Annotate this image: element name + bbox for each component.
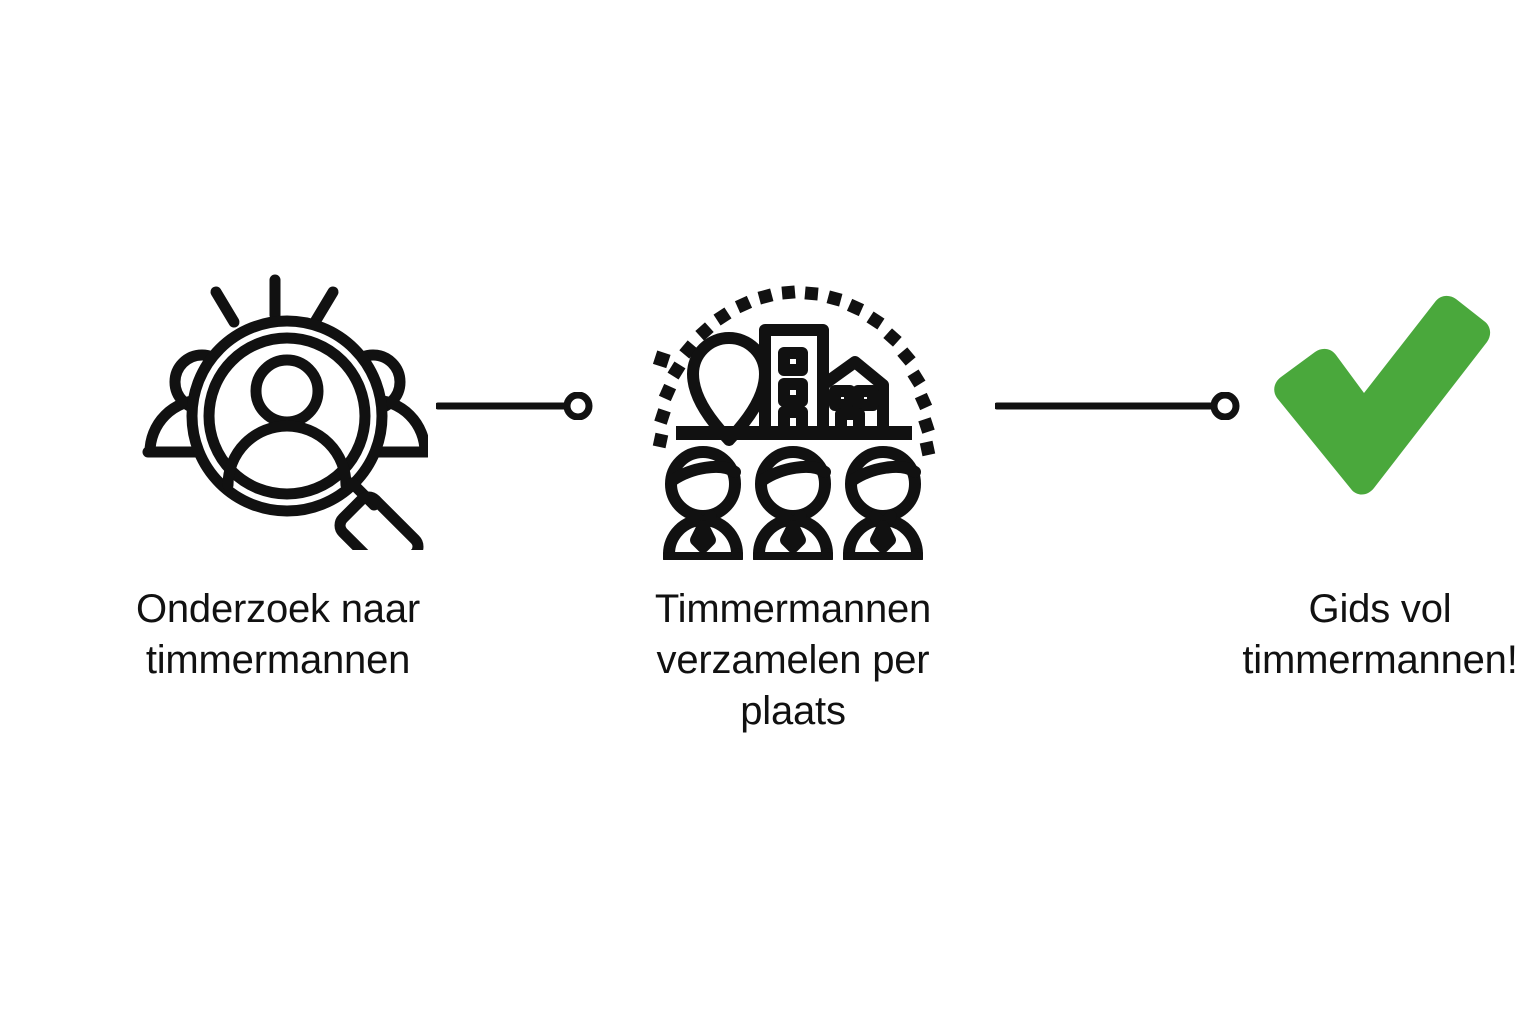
step-collect: Timmermannen verzamelen per plaats bbox=[575, 240, 1011, 738]
people-magnifier-search-icon bbox=[142, 274, 428, 550]
step-result-label: Gids vol timmermannen! bbox=[1242, 587, 1518, 683]
connector-line-with-dot-icon bbox=[993, 391, 1240, 421]
city-location-workers-icon bbox=[652, 285, 936, 560]
step-research: Onderzoek naar timmermannen bbox=[60, 240, 496, 686]
dotted-arc-icon bbox=[652, 350, 671, 369]
connector-research-to-collect bbox=[434, 391, 596, 421]
worker-figure-icon bbox=[753, 446, 833, 560]
worker-figure-icon bbox=[663, 446, 743, 560]
step-result-icon-wrap bbox=[1260, 240, 1500, 570]
step-research-icon-wrap bbox=[128, 240, 428, 570]
worker-figure-icon bbox=[843, 446, 923, 560]
map-pin-icon bbox=[687, 332, 771, 446]
connector-line-with-dot-icon bbox=[434, 391, 593, 421]
green-checkmark-icon bbox=[1274, 295, 1491, 495]
step-result: Gids vol timmermannen! bbox=[1162, 240, 1536, 686]
step-research-label: Onderzoek naar timmermannen bbox=[135, 587, 421, 683]
connector-collect-to-result bbox=[993, 391, 1243, 421]
step-collect-label: Timmermannen verzamelen per plaats bbox=[654, 587, 932, 734]
step-collect-icon-wrap bbox=[643, 240, 943, 570]
